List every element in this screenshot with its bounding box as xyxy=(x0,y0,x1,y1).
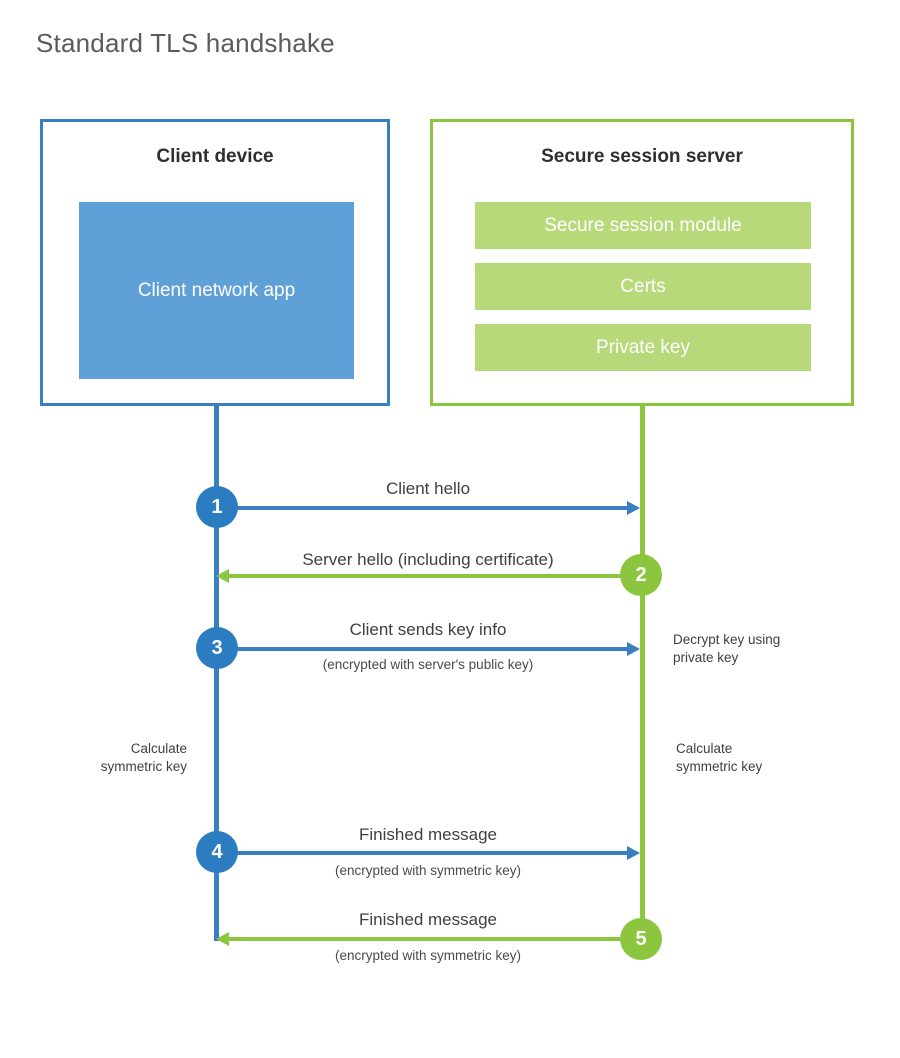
step-5-circle[interactable]: 5 xyxy=(620,918,662,960)
step-1-label: Client hello xyxy=(385,479,471,498)
step-4-arrow xyxy=(216,846,640,860)
secure-session-server-title: Secure session server xyxy=(541,146,743,167)
step-5-label: Finished message xyxy=(359,910,497,929)
step-3-label: Client sends key info xyxy=(349,620,507,639)
step-2-arrow xyxy=(216,569,640,583)
step-4-circle[interactable]: 4 xyxy=(196,831,238,873)
step-3-sublabel: (encrypted with server's public key) xyxy=(322,657,534,672)
client-device-box: Client device Client network app xyxy=(40,119,390,406)
secure-session-server-box: Secure session server Secure session mod… xyxy=(430,119,854,406)
step-4-sublabel: (encrypted with symmetric key) xyxy=(334,863,522,878)
server-decrypt-note: Decrypt key using private key xyxy=(673,632,781,665)
client-network-app-block: Client network app xyxy=(79,202,354,379)
client-lifeline xyxy=(214,404,219,941)
server-component-private-key: Private key xyxy=(475,324,811,371)
server-calculate-symmetric-key-note: Calculate symmetric key xyxy=(676,741,763,774)
step-3-arrow xyxy=(216,642,640,656)
client-device-title: Client device xyxy=(156,146,274,167)
server-component-secure-session-module: Secure session module xyxy=(475,202,811,249)
step-2-label: Server hello (including certificate) xyxy=(302,550,554,569)
server-lifeline xyxy=(640,404,645,939)
step-4-label: Finished message xyxy=(359,825,497,844)
server-component-certs: Certs xyxy=(475,263,811,310)
step-5-sublabel: (encrypted with symmetric key) xyxy=(334,948,522,963)
step-3-circle[interactable]: 3 xyxy=(196,627,238,669)
step-5-arrow xyxy=(216,932,640,946)
page-title: Standard TLS handshake xyxy=(36,28,335,58)
step-1-arrow xyxy=(216,501,640,515)
step-1-circle[interactable]: 1 xyxy=(196,486,238,528)
client-calculate-symmetric-key-note: Calculate symmetric key xyxy=(100,741,187,774)
server-component-list: Secure session module Certs Private key xyxy=(475,202,811,371)
step-2-circle[interactable]: 2 xyxy=(620,554,662,596)
